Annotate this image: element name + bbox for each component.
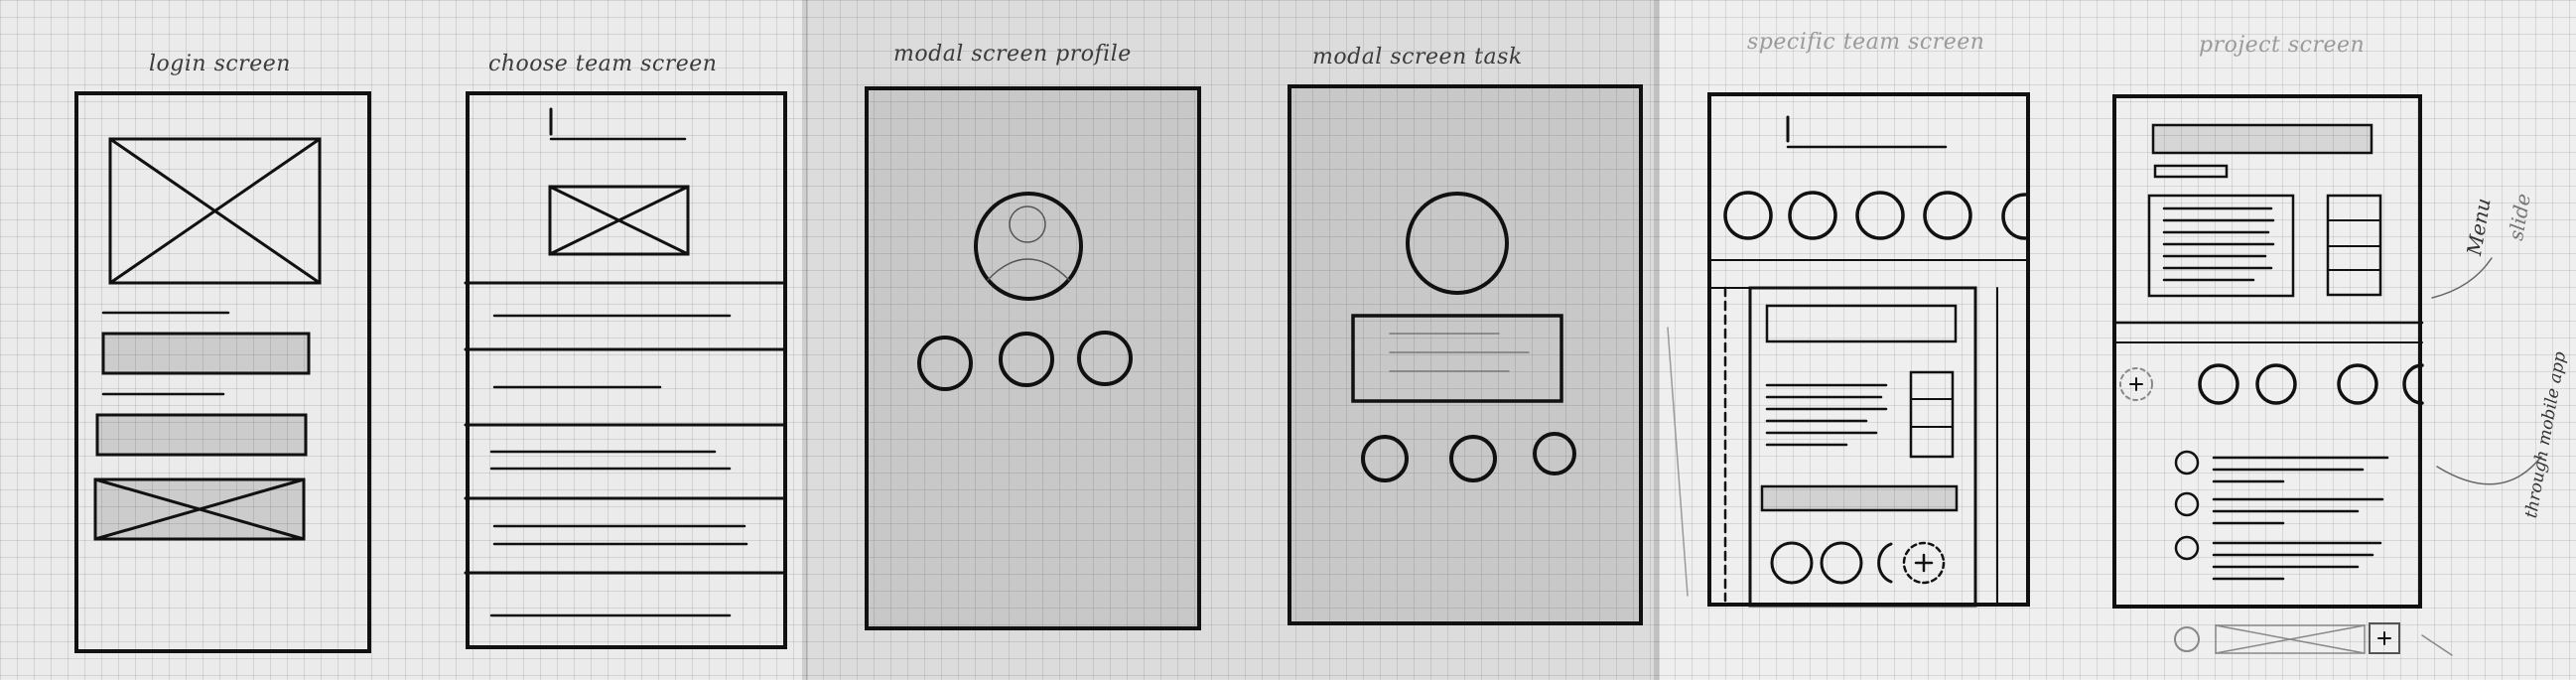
specific-team-screen-content (1667, 115, 2029, 608)
sheet-seam (802, 0, 808, 680)
paper-sheet-middle (806, 0, 1658, 680)
image-placeholder (108, 137, 322, 285)
input-field-placeholder (95, 413, 308, 457)
member-circle (2255, 363, 2297, 405)
member-circle (2337, 363, 2378, 405)
project-screen-frame (2112, 94, 2422, 609)
member-circle (1923, 191, 1972, 240)
add-member-icon (1902, 541, 1946, 585)
choose-team-screen-content (464, 107, 786, 617)
profile-avatar-circle (974, 192, 1083, 301)
modal-profile-screen-title: modal screen profile (893, 42, 1132, 67)
member-circle (2198, 363, 2239, 405)
option-circle (917, 336, 973, 391)
login-screen-title: login screen (149, 52, 291, 76)
input-field-placeholder (101, 332, 311, 375)
choose-team-screen-frame (466, 91, 787, 649)
task-card (1351, 314, 1563, 403)
modal-task-screen-content (1351, 192, 1576, 482)
member-circle (1723, 191, 1773, 240)
specific-team-screen-title: specific team screen (1747, 30, 1985, 55)
option-circle (1449, 435, 1497, 482)
option-circle (1361, 435, 1409, 482)
option-circle (1533, 432, 1576, 476)
option-circle (999, 332, 1054, 387)
project-screen-title: project screen (2199, 33, 2366, 58)
member-circle (1788, 191, 1837, 240)
choose-team-screen-title: choose team screen (488, 52, 718, 76)
task-avatar-circle (1406, 192, 1509, 295)
modal-profile-screen-content (917, 192, 1133, 391)
team-detail-card (1748, 286, 1977, 608)
image-placeholder (548, 185, 690, 256)
login-screen-content (93, 137, 322, 541)
option-circle (1077, 331, 1133, 386)
sheet-seam (1654, 0, 1660, 680)
modal-task-screen-frame (1288, 84, 1643, 625)
paper-sheet-left (0, 0, 806, 680)
member-circle (1855, 191, 1905, 240)
modal-task-screen-title: modal screen task (1312, 45, 1523, 69)
login-screen-frame (74, 91, 371, 653)
project-screen-content (2112, 123, 2542, 656)
